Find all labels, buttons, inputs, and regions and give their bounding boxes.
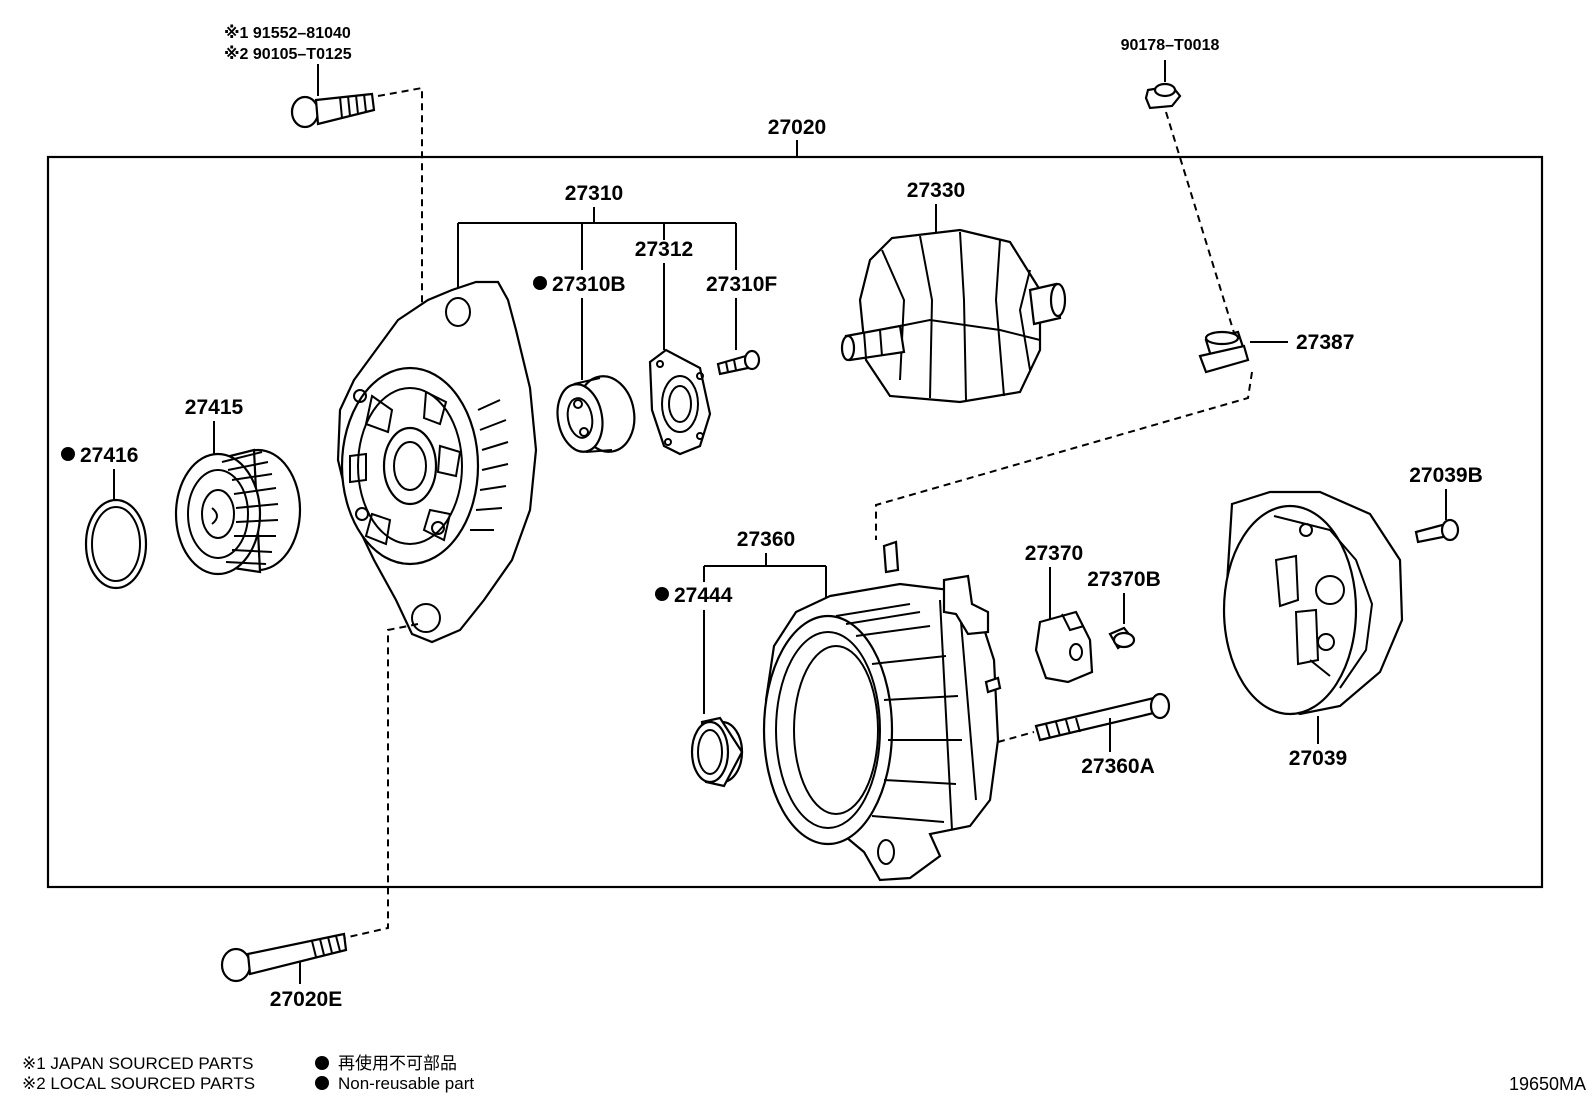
- assembly-27020-frame: [46, 155, 1544, 889]
- screw-27370B-icon[interactable]: [1108, 626, 1136, 650]
- label-90178[interactable]: 90178–T0018: [1121, 37, 1220, 54]
- retainer-plate-27312-icon[interactable]: [648, 348, 712, 456]
- brush-holder-27370-icon[interactable]: [1034, 610, 1094, 684]
- label-27020E[interactable]: 27020E: [270, 988, 342, 1011]
- legend-dot-jp: 再使用不可部品: [338, 1053, 457, 1073]
- label-bolt-top-1[interactable]: ※1 91552–81040: [224, 24, 351, 42]
- legend-note-1: ※1 JAPAN SOURCED PARTS: [22, 1054, 254, 1073]
- through-bolt-27360A-icon[interactable]: [1034, 692, 1171, 742]
- label-27415[interactable]: 27415: [185, 396, 244, 419]
- legend-dot-en: Non-reusable part: [338, 1074, 474, 1093]
- bolt-27039B-icon[interactable]: [1414, 518, 1460, 544]
- rotor-27330-icon[interactable]: [840, 228, 1067, 404]
- label-27416[interactable]: 27416: [80, 444, 138, 467]
- legend-dot-icon: [315, 1076, 329, 1090]
- label-27020[interactable]: 27020: [768, 116, 826, 139]
- label-27310F[interactable]: 27310F: [706, 273, 777, 296]
- rear-cover-27039-icon[interactable]: [1222, 490, 1404, 716]
- label-27310B[interactable]: 27310B: [552, 273, 626, 296]
- drive-end-frame-icon[interactable]: [336, 280, 538, 644]
- legend-dot-icon: [315, 1056, 329, 1070]
- nut-90178-icon[interactable]: [1144, 82, 1182, 110]
- pulley-27415-icon[interactable]: [174, 448, 302, 576]
- rectifier-end-frame-icon[interactable]: [762, 540, 1002, 882]
- label-27387[interactable]: 27387: [1296, 331, 1354, 354]
- legend-note-2: ※2 LOCAL SOURCED PARTS: [22, 1074, 255, 1093]
- insulator-27387-icon[interactable]: [1198, 330, 1250, 374]
- screw-27310F-icon[interactable]: [716, 349, 761, 376]
- label-27039B[interactable]: 27039B: [1409, 464, 1483, 487]
- bearing-27310B-icon[interactable]: [552, 372, 640, 457]
- collar-27444-icon[interactable]: [690, 716, 744, 788]
- label-27370[interactable]: 27370: [1025, 542, 1083, 565]
- label-27370B[interactable]: 27370B: [1087, 568, 1161, 591]
- o-ring-27416-icon[interactable]: [84, 498, 148, 590]
- label-27330[interactable]: 27330: [907, 179, 965, 202]
- diagram-code: 19650MA: [1509, 1074, 1586, 1094]
- label-27360A[interactable]: 27360A: [1081, 755, 1155, 778]
- label-27360[interactable]: 27360: [737, 528, 795, 551]
- label-27444[interactable]: 27444: [674, 584, 733, 607]
- bolt-91552-icon[interactable]: [290, 92, 376, 129]
- label-bolt-top-2[interactable]: ※2 90105–T0125: [224, 45, 352, 63]
- label-27310[interactable]: 27310: [565, 182, 623, 205]
- label-27039[interactable]: 27039: [1289, 747, 1347, 770]
- bolt-27020E-icon[interactable]: [220, 932, 348, 983]
- label-27312[interactable]: 27312: [635, 238, 693, 261]
